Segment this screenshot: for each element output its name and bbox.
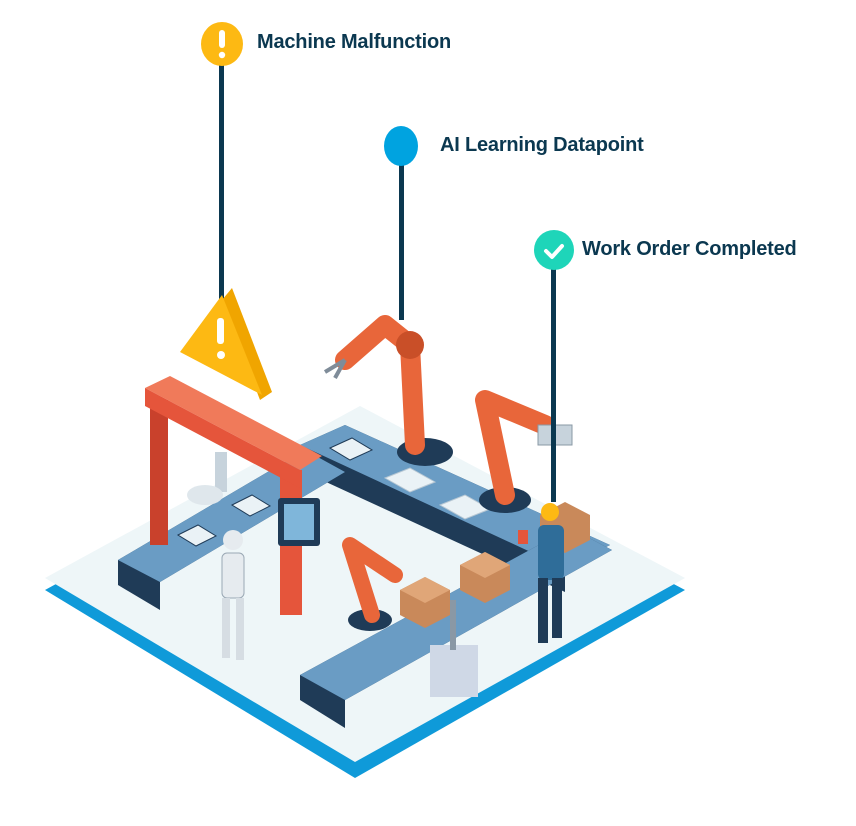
humanoid-robot [221, 530, 245, 660]
callout-pins [219, 60, 556, 502]
robot-arm-large [323, 315, 453, 466]
sensor-pillar [430, 600, 478, 697]
warning-triangle-icon [180, 288, 272, 400]
pin-malfunction-icon [201, 22, 243, 66]
callout-machine-malfunction: Machine Malfunction [257, 31, 451, 53]
worker [518, 503, 564, 643]
pin-datapoint-icon [384, 126, 418, 166]
gantry-gate [145, 376, 322, 615]
robot-arm-small [342, 537, 403, 631]
callout-work-order-completed: Work Order Completed [582, 238, 797, 260]
callout-ai-learning-datapoint: AI Learning Datapoint [440, 134, 644, 156]
robot-arm-right [475, 390, 573, 513]
pin-check-icon [534, 230, 574, 270]
